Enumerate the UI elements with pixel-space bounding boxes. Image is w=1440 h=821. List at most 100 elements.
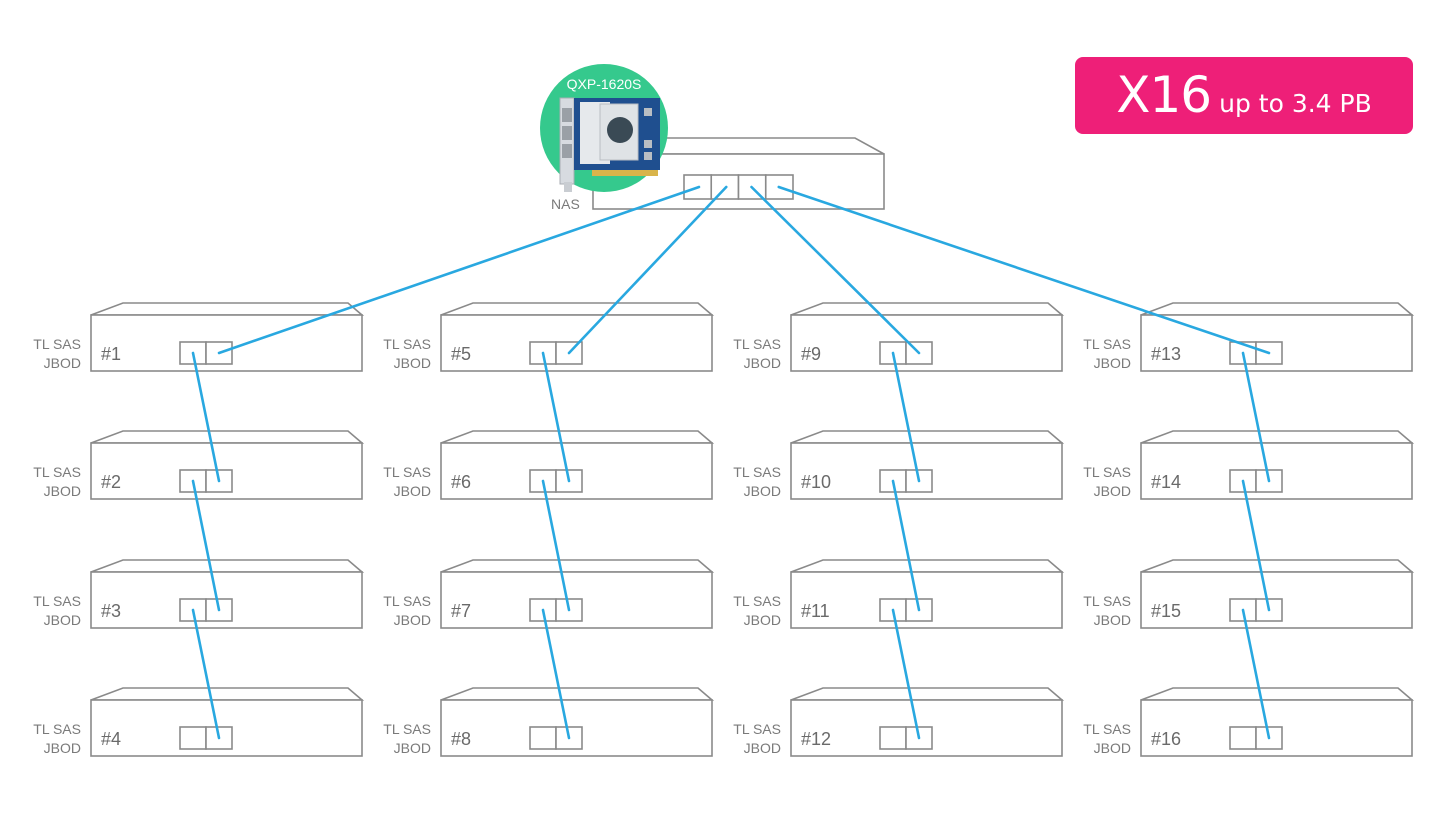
jbod-type-label: TL SAS: [33, 336, 81, 352]
jbod-unit-number: #1: [101, 344, 121, 364]
jbod-unit-number: #8: [451, 729, 471, 749]
jbod-type-label: TL SAS: [33, 464, 81, 480]
jbod-type-label: TL SAS: [33, 721, 81, 737]
jbod-type-label: JBOD: [44, 612, 81, 628]
jbod-unit: TL SAS JBOD #7: [383, 559, 715, 629]
jbod-unit-number: #7: [451, 601, 471, 621]
jbod-type-label: JBOD: [1094, 483, 1131, 499]
jbod-unit-number: #10: [801, 472, 831, 492]
jbod-unit-number: #14: [1151, 472, 1181, 492]
capacity-text: up to 3.4 PB: [1219, 89, 1372, 118]
jbod-type-label: JBOD: [44, 483, 81, 499]
jbod-type-label: JBOD: [744, 740, 781, 756]
jbod-type-label: TL SAS: [1083, 721, 1131, 737]
jbod-type-label: TL SAS: [383, 464, 431, 480]
sas-cable: [191, 608, 221, 740]
jbod-type-label: TL SAS: [33, 593, 81, 609]
capacity-badge: X16 up to 3.4 PB: [1075, 57, 1413, 134]
jbod-top: [440, 302, 715, 316]
jbod-type-label: JBOD: [1094, 740, 1131, 756]
jbod-type-label: JBOD: [394, 612, 431, 628]
jbod-top: [440, 559, 715, 573]
sas-cable: [541, 479, 571, 612]
jbod-unit: TL SAS JBOD #2: [33, 430, 365, 500]
jbod-unit: TL SAS JBOD #12: [733, 687, 1065, 757]
sas-cable: [1241, 608, 1271, 740]
jbod-type-label: JBOD: [394, 355, 431, 371]
jbod-unit: TL SAS JBOD #4: [33, 687, 365, 757]
expansion-card-badge: QXP-1620S: [540, 64, 668, 192]
jbod-port-out: [529, 726, 557, 750]
jbod-port-out: [179, 726, 207, 750]
jbod-unit-number: #6: [451, 472, 471, 492]
jbod-unit-number: #15: [1151, 601, 1181, 621]
jbod-port-out: [1229, 726, 1257, 750]
jbod-unit-number: #9: [801, 344, 821, 364]
jbod-top: [1140, 559, 1415, 573]
expansion-card-model: QXP-1620S: [566, 76, 642, 92]
jbod-type-label: TL SAS: [383, 721, 431, 737]
jbod-type-label: JBOD: [744, 612, 781, 628]
jbod-type-label: JBOD: [44, 740, 81, 756]
jbod-type-label: TL SAS: [383, 336, 431, 352]
jbod-unit: TL SAS JBOD #16: [1083, 687, 1415, 757]
sas-cable: [1241, 479, 1271, 612]
sas-cable: [891, 351, 921, 483]
sas-cable: [191, 351, 221, 483]
jbod-type-label: JBOD: [1094, 355, 1131, 371]
nas-label: NAS: [551, 196, 580, 212]
sas-cable: [541, 608, 571, 740]
jbod-type-label: JBOD: [44, 355, 81, 371]
jbod-top: [1140, 302, 1415, 316]
jbod-top: [90, 687, 365, 701]
jbod-top: [90, 430, 365, 444]
jbod-top: [90, 302, 365, 316]
cables-layer: [191, 185, 1271, 740]
sas-cable: [777, 185, 1271, 355]
jbod-type-label: TL SAS: [383, 593, 431, 609]
multiplier-text: X16: [1116, 66, 1212, 124]
jbod-unit-number: #2: [101, 472, 121, 492]
jbod-type-label: TL SAS: [733, 721, 781, 737]
jbod-type-label: TL SAS: [733, 336, 781, 352]
jbod-unit-number: #12: [801, 729, 831, 749]
jbod-unit: TL SAS JBOD #13: [1083, 302, 1415, 372]
jbod-top: [790, 687, 1065, 701]
sas-cable: [191, 479, 221, 612]
sas-cable: [750, 185, 921, 355]
jbod-top: [440, 430, 715, 444]
jbod-type-label: TL SAS: [1083, 336, 1131, 352]
jbod-unit: TL SAS JBOD #11: [733, 559, 1065, 629]
jbod-unit-number: #11: [801, 601, 830, 621]
jbod-unit-number: #16: [1151, 729, 1181, 749]
sas-cable: [891, 479, 921, 612]
jbod-unit: TL SAS JBOD #6: [383, 430, 715, 500]
jbod-unit-number: #3: [101, 601, 121, 621]
expansion-card-icon: [559, 97, 660, 192]
jbod-top: [790, 559, 1065, 573]
jbod-unit-number: #13: [1151, 344, 1181, 364]
jbod-unit: TL SAS JBOD #3: [33, 559, 365, 629]
jbod-type-label: JBOD: [394, 740, 431, 756]
jbod-top: [1140, 430, 1415, 444]
sas-cable: [567, 185, 728, 355]
jbod-unit: TL SAS JBOD #1: [33, 302, 365, 372]
jbod-type-label: TL SAS: [733, 464, 781, 480]
jbod-type-label: JBOD: [744, 483, 781, 499]
jbod-unit-number: #4: [101, 729, 121, 749]
jbod-top: [790, 302, 1065, 316]
sas-cable: [891, 608, 921, 740]
jbod-unit: TL SAS JBOD #10: [733, 430, 1065, 500]
jbod-top: [440, 687, 715, 701]
jbod-type-label: JBOD: [1094, 612, 1131, 628]
jbod-type-label: JBOD: [394, 483, 431, 499]
jbod-type-label: TL SAS: [733, 593, 781, 609]
jbod-top: [90, 559, 365, 573]
jbod-top: [1140, 687, 1415, 701]
